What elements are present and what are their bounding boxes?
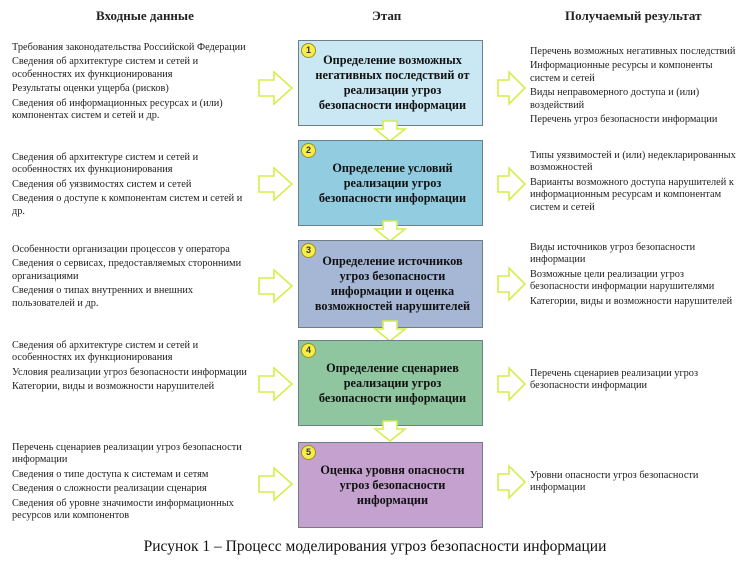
stage-2-box: 2 Определение условий реализации угроз б… xyxy=(298,140,483,226)
input-item: Особенности организации процессов у опер… xyxy=(12,244,230,255)
input-item: Условия реализации угроз безопасности ин… xyxy=(12,366,247,378)
stage-2-results: Типы уязвимостей и (или) недекларированн… xyxy=(530,150,745,216)
right-arrow-icon xyxy=(258,70,294,106)
right-arrow-icon xyxy=(497,464,527,500)
stage-number-badge: 2 xyxy=(301,143,316,158)
down-arrow-icon xyxy=(372,320,408,343)
stage-3-inputs: Особенности организации процессов у опер… xyxy=(12,244,257,312)
down-arrow-icon xyxy=(372,220,408,243)
input-item: Результаты оценки ущерба (рисков) xyxy=(12,83,169,95)
figure-caption: Рисунок 1 – Процесс моделирования угроз … xyxy=(143,538,607,555)
result-item: Виды неправомерного доступа и (или) возд… xyxy=(530,87,700,111)
input-item: Сведения об архитектуре систем и сетей и… xyxy=(12,56,199,80)
input-item: Требования законодательства Российской Ф… xyxy=(12,42,246,53)
stage-number-badge: 1 xyxy=(301,43,316,58)
inputs-column-header: Входные данные xyxy=(96,8,194,23)
result-column-header: Получаемый результат xyxy=(565,8,702,23)
stage-4-results: Перечень сценариев реализации угроз безо… xyxy=(530,368,745,395)
stage-3-box: 3 Определение источников угроз безопасно… xyxy=(298,240,483,328)
stage-5-box: 5 Оценка уровня опасности угроз безопасн… xyxy=(298,442,483,528)
stage-title: Определение возможных негативных последс… xyxy=(315,53,470,112)
input-item: Сведения о сервисах, предоставляемых сто… xyxy=(12,258,242,282)
input-item: Категории, виды и возможности нарушителе… xyxy=(12,381,215,393)
input-item: Сведения об архитектуре систем и сетей и… xyxy=(12,340,199,364)
result-item: Возможные цели реализации угроз безопасн… xyxy=(530,268,715,293)
input-item: Сведения о доступе к компонентам систем … xyxy=(12,193,243,217)
right-arrow-icon xyxy=(258,166,294,202)
stage-1-inputs: Требования законодательства Российской Ф… xyxy=(12,42,257,124)
stage-title: Определение условий реализации угроз без… xyxy=(318,160,467,205)
down-arrow-icon xyxy=(372,420,408,443)
stage-5-inputs: Перечень сценариев реализации угроз безо… xyxy=(12,442,257,524)
input-item: Сведения об архитектуре систем и сетей и… xyxy=(12,152,199,176)
down-arrow-icon xyxy=(372,120,408,143)
input-item: Сведения об информационных ресурсах и (и… xyxy=(12,97,223,122)
input-item: Сведения о типе доступа к системам и сет… xyxy=(12,468,209,480)
stage-4-inputs: Сведения об архитектуре систем и сетей и… xyxy=(12,340,257,396)
result-item: Виды источников угроз безопасности инфор… xyxy=(530,242,696,266)
right-arrow-icon xyxy=(497,366,527,402)
stage-title: Определение источников угроз безопасност… xyxy=(314,254,471,313)
right-arrow-icon xyxy=(258,466,294,502)
stage-5-results: Уровни опасности угроз безопасности инфо… xyxy=(530,470,745,497)
result-item: Перечень сценариев реализации угроз безо… xyxy=(530,368,699,392)
stage-title: Определение сценариев реализации угроз б… xyxy=(318,360,467,405)
result-item: Информационные ресурсы и компоненты сист… xyxy=(530,60,713,84)
stage-2-inputs: Сведения об архитектуре систем и сетей и… xyxy=(12,152,257,220)
result-item: Категории, виды и возможности нарушителе… xyxy=(530,295,733,307)
result-item: Типы уязвимостей и (или) недекларированн… xyxy=(530,150,736,174)
right-arrow-icon xyxy=(497,266,527,302)
stage-4-box: 4 Определение сценариев реализации угроз… xyxy=(298,340,483,426)
stage-number-badge: 4 xyxy=(301,343,316,358)
stage-1-box: 1 Определение возможных негативных после… xyxy=(298,40,483,126)
right-arrow-icon xyxy=(258,366,294,402)
stage-number-badge: 5 xyxy=(301,445,316,460)
stage-title: Оценка уровня опасности угроз безопаснос… xyxy=(320,462,465,507)
stage-1-results: Перечень возможных негативных последстви… xyxy=(530,46,745,128)
stage-column-header: Этап xyxy=(372,8,402,23)
stage-number-badge: 3 xyxy=(301,243,316,258)
stage-3-results: Виды источников угроз безопасности инфор… xyxy=(530,242,745,310)
right-arrow-icon xyxy=(258,268,294,304)
result-item: Перечень угроз безопасности информации xyxy=(530,114,718,126)
input-item: Сведения об уязвимостях систем и сетей xyxy=(12,178,192,190)
result-item: Перечень возможных негативных последстви… xyxy=(530,46,736,57)
result-item: Варианты возможного доступа нарушителей … xyxy=(530,176,734,213)
input-item: Сведения о типах внутренних и внешних по… xyxy=(12,285,194,309)
input-item: Сведения о сложности реализации сценария xyxy=(12,483,207,495)
input-item: Перечень сценариев реализации угроз безо… xyxy=(12,442,242,466)
right-arrow-icon xyxy=(497,70,527,106)
right-arrow-icon xyxy=(497,166,527,202)
result-item: Уровни опасности угроз безопасности инфо… xyxy=(530,470,699,494)
input-item: Сведения об уровне значимости информацио… xyxy=(12,497,234,522)
